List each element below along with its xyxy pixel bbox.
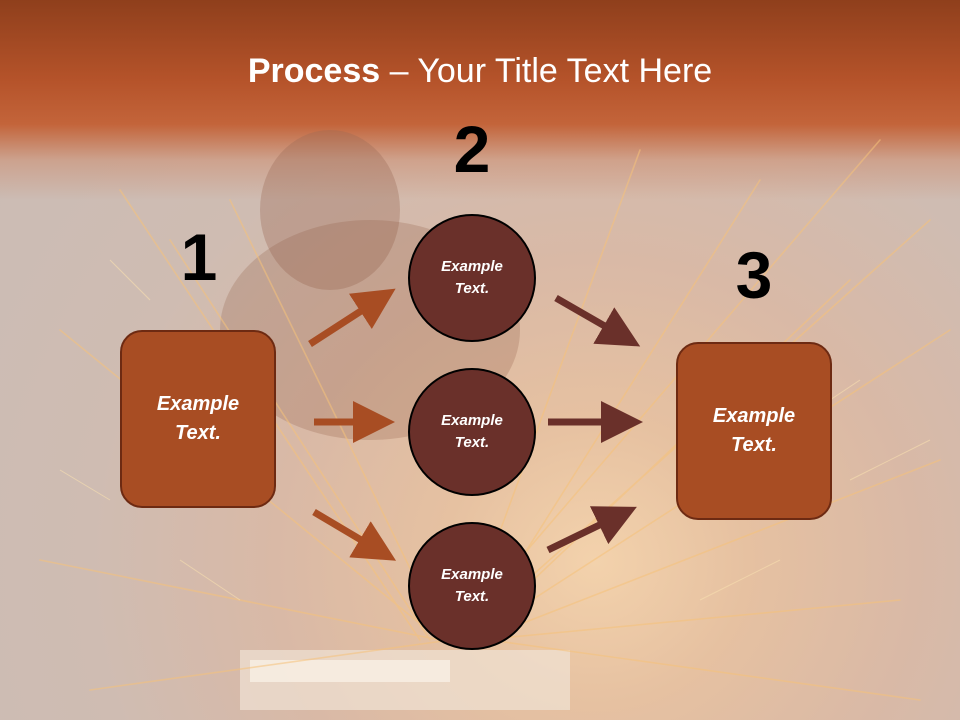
step-number-3: 3 <box>735 238 773 312</box>
arrow-bottom-to-3 <box>546 506 637 554</box>
title-rest: – Your Title Text Here <box>380 52 713 90</box>
arrow-top-to-3 <box>554 294 641 347</box>
step-2-circle-bottom: Example Text. <box>408 522 536 650</box>
step-2-circle-middle-text: Example Text. <box>441 411 503 452</box>
step-2-circle-top: Example Text. <box>408 214 536 342</box>
step-1-box: Example Text. <box>120 330 276 508</box>
step-3-box-text: Example Text. <box>712 405 796 456</box>
step-number-1: 1 <box>180 220 218 294</box>
step-1-box-text: Example Text. <box>156 393 240 444</box>
step-number-2: 2 <box>453 112 491 186</box>
arrow-1-to-bottom <box>312 508 397 561</box>
step-2-circle-middle: Example Text. <box>408 368 536 496</box>
header-band <box>0 0 960 200</box>
step-2-circle-bottom-text: Example Text. <box>441 565 503 606</box>
arrow-1-to-top <box>308 288 396 347</box>
slide-title: Process – Your Title Text Here <box>0 52 960 91</box>
title-bold: Process <box>247 52 381 90</box>
step-2-circle-top-text: Example Text. <box>441 257 503 298</box>
step-3-box: Example Text. <box>676 342 832 520</box>
